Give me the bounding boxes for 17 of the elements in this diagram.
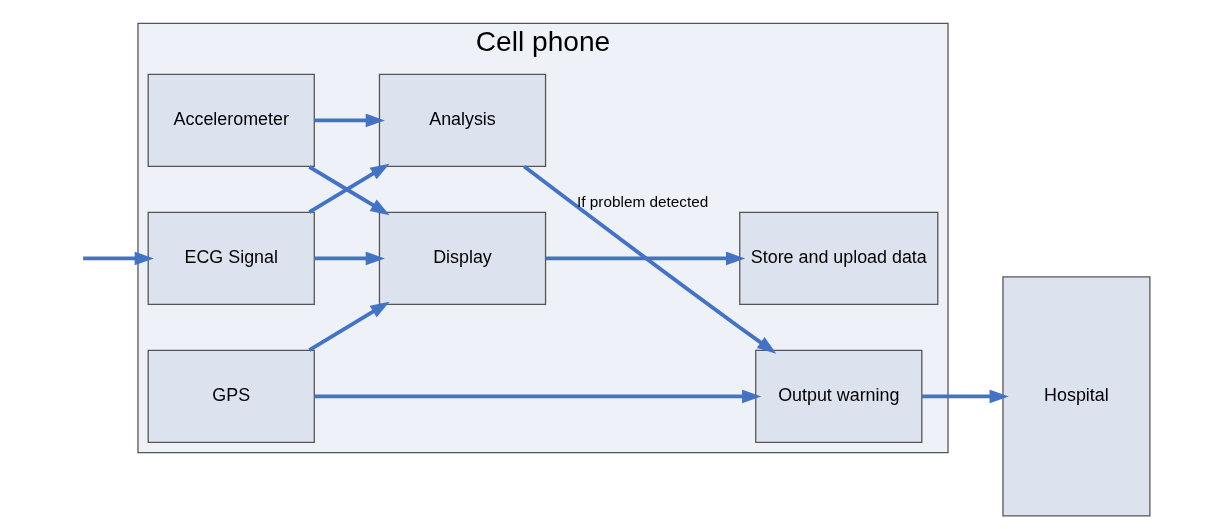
arrow: [308, 301, 390, 352]
arrow: [83, 251, 154, 266]
arrow: [314, 389, 762, 404]
arrow: [314, 113, 385, 128]
arrow: [314, 251, 385, 266]
node-box: Store and upload data: [739, 211, 939, 306]
node-box: Hospital: [1002, 276, 1151, 517]
node-box: Analysis: [378, 73, 547, 168]
arrow: [545, 251, 746, 266]
node-box: Output warning: [755, 349, 923, 444]
node-box: Display: [378, 211, 547, 306]
edge-label: If problem detected: [577, 192, 709, 210]
arrow: [921, 389, 1009, 404]
node-box: GPS: [147, 349, 315, 444]
node-box: ECG Signal: [147, 211, 315, 306]
arrow: [523, 165, 777, 354]
node-box: Accelerometer: [147, 73, 315, 168]
